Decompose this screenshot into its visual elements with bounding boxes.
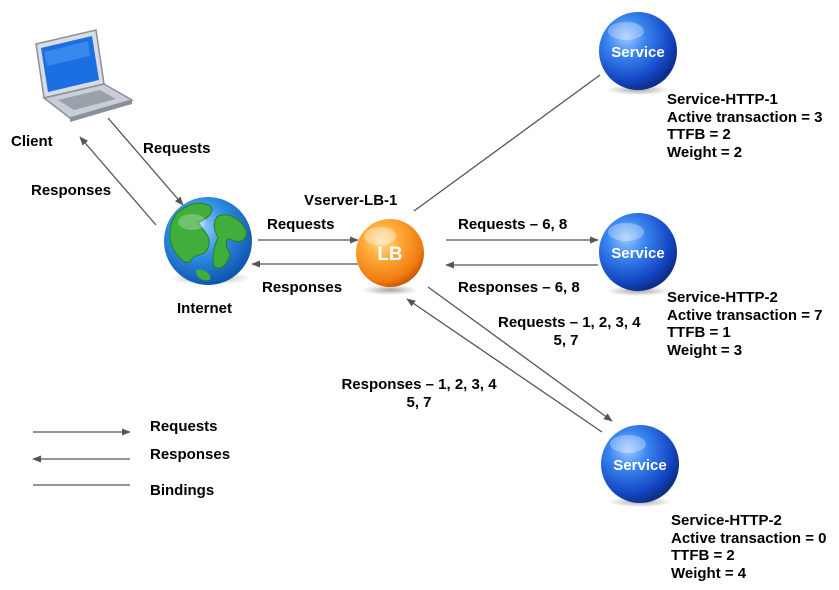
- service-2-ttfb: TTFB = 1: [667, 324, 731, 341]
- service-3-ttfb: TTFB = 2: [671, 547, 735, 564]
- service-3-name: Service-HTTP-2: [671, 512, 782, 529]
- service-node-2-text: Service: [611, 245, 664, 262]
- service-node-1: [599, 12, 677, 95]
- svc3-requests-line1: Requests – 1, 2, 3, 4: [498, 314, 641, 331]
- arrow-client-responses: [79, 136, 157, 226]
- arrow-svc3-requests: [427, 286, 613, 422]
- binding-lb-service-1: [413, 74, 601, 212]
- svc2-requests-label: Requests – 6, 8: [458, 216, 568, 233]
- service-3-active: Active transaction = 0: [671, 529, 827, 547]
- service-1-active: Active transaction = 3: [667, 108, 823, 126]
- service-1-ttfb: TTFB = 2: [667, 126, 731, 143]
- service-2-weight: Weight = 3: [667, 341, 743, 359]
- lb-node: [356, 219, 424, 295]
- svc3-responses-line2: 5, 7: [406, 394, 432, 411]
- binding-lines: [413, 74, 601, 212]
- svc3-responses-line1: Responses – 1, 2, 3, 4: [341, 376, 497, 393]
- service-1-weight: Weight = 2: [667, 143, 743, 161]
- client-label: Client: [11, 133, 53, 150]
- svc3-requests-line2: 5, 7: [553, 332, 579, 349]
- internet-responses-label: Responses: [262, 279, 343, 296]
- service-2-active: Active transaction = 7: [667, 306, 823, 324]
- legend-bindings-label: Bindings: [150, 482, 215, 499]
- service-1-info: Service-HTTP-1 Active transaction = 3 TT…: [667, 91, 822, 161]
- internet-label: Internet: [177, 300, 233, 317]
- legend-requests-label: Requests: [150, 418, 218, 435]
- client-responses-label: Responses: [31, 182, 112, 199]
- internet-requests-label: Requests: [267, 216, 335, 233]
- client-requests-label: Requests: [143, 140, 211, 157]
- arrow-client-requests: [107, 117, 184, 206]
- service-node-3: [601, 425, 679, 507]
- service-node-1-text: Service: [611, 44, 664, 61]
- service-3-info: Service-HTTP-2 Active transaction = 0 TT…: [671, 512, 826, 582]
- svc3-responses-label: Responses – 1, 2, 3, 4 5, 7: [334, 376, 504, 412]
- svc2-responses-label: Responses – 6, 8: [458, 279, 580, 296]
- arrow-svc3-responses: [406, 298, 603, 433]
- legend-lines: [32, 428, 131, 486]
- legend-responses-label: Responses: [150, 446, 231, 463]
- svc3-requests-label: Requests – 1, 2, 3, 4 5, 7: [498, 314, 641, 350]
- globe-icon: [164, 197, 252, 285]
- service-1-name: Service-HTTP-1: [667, 91, 778, 108]
- internet-arrows: [251, 236, 359, 268]
- vserver-label: Vserver-LB-1: [304, 192, 398, 209]
- service2-arrows: [445, 236, 599, 269]
- lb-node-text: LB: [377, 244, 402, 265]
- service-2-name: Service-HTTP-2: [667, 289, 778, 306]
- laptop-icon: [35, 29, 134, 122]
- service-2-info: Service-HTTP-2 Active transaction = 7 TT…: [667, 289, 822, 359]
- service-node-2: [599, 213, 677, 296]
- service-3-weight: Weight = 4: [671, 564, 747, 582]
- client-arrows: [79, 117, 184, 226]
- service-node-3-text: Service: [613, 457, 666, 474]
- service3-arrows: [406, 286, 613, 433]
